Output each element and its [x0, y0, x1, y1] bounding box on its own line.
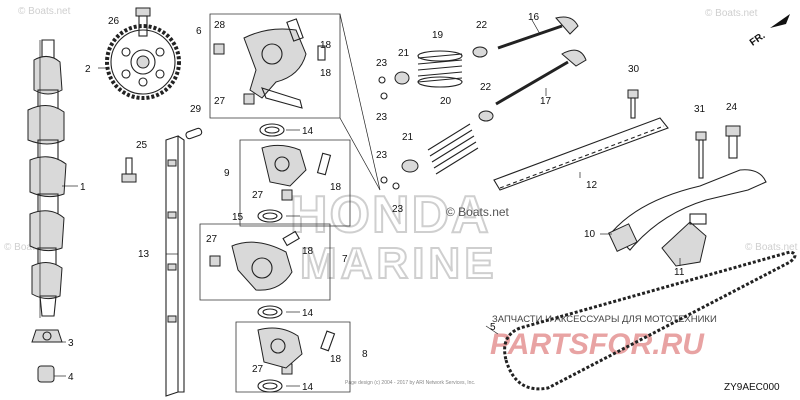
- direction-label: FR.: [748, 30, 768, 48]
- callout-23c: 23: [376, 150, 388, 161]
- callout-7: 7: [342, 254, 348, 265]
- boats-watermark: © Boats.net: [745, 242, 798, 253]
- exhaust-valve: [495, 49, 587, 106]
- boats-watermark: © Boats.net: [18, 6, 71, 17]
- lock-nuts: [209, 93, 293, 375]
- valve-seals: [472, 46, 494, 122]
- camshaft: [27, 39, 67, 318]
- callout-14c: 14: [302, 382, 314, 393]
- callout-11: 11: [674, 267, 685, 278]
- callout-6: 6: [196, 26, 202, 37]
- guide-bolt: [627, 89, 639, 119]
- boats-watermark-center: © Boats.net: [446, 205, 510, 219]
- callout-3: 3: [68, 338, 74, 349]
- brand-watermark-marine: MARINE: [300, 239, 498, 288]
- callout-30: 30: [628, 64, 640, 75]
- callout-1: 1: [80, 182, 86, 193]
- sprocket-bolt: [135, 7, 151, 37]
- callout-8: 8: [362, 349, 368, 360]
- pivot-bolt: [725, 125, 741, 159]
- brand-watermark-honda: HONDA: [290, 186, 491, 244]
- chain-guide: [493, 117, 669, 191]
- tensioner-arm: [608, 169, 767, 252]
- callout-labels: 1 2 3 4 5 6 7 8 9 10 11 12 13 14 14 14 1…: [68, 12, 738, 393]
- callout-18b: 18: [320, 68, 332, 79]
- callout-25: 25: [136, 140, 148, 151]
- dowel-pin: [185, 127, 203, 140]
- callout-18a: 18: [320, 40, 332, 51]
- callout-22b: 22: [480, 82, 492, 93]
- callout-31: 31: [694, 104, 706, 115]
- rocker-arm-intake: [243, 18, 326, 109]
- cam-chain: [503, 250, 797, 391]
- diagram-code: ZY9AEC000: [724, 382, 780, 393]
- tensioner-bolt: [695, 131, 707, 179]
- front-arrow-icon: [770, 14, 790, 28]
- callout-24: 24: [726, 102, 738, 113]
- callout-27a: 27: [214, 96, 226, 107]
- boats-watermark: © Boats.net: [705, 8, 758, 19]
- assembly-boxes: [199, 13, 381, 393]
- shop-tagline: ЗАПЧАСТИ И АКСЕССУАРЫ ДЛЯ МОТОТЕХНИКИ: [492, 314, 717, 325]
- callout-15: 15: [232, 212, 244, 223]
- callout-14a: 14: [302, 126, 314, 137]
- callout-17: 17: [540, 96, 552, 107]
- leader-lines: [54, 19, 681, 387]
- callout-4: 4: [68, 372, 74, 383]
- callout-21a: 21: [398, 48, 410, 59]
- cam-sprocket: [105, 24, 181, 100]
- callout-28: 28: [214, 20, 226, 31]
- watermark-layer: © Boats.net © Boats.net © Boats.net © Bo…: [4, 6, 798, 386]
- callout-18d: 18: [302, 246, 314, 257]
- callout-20: 20: [440, 96, 452, 107]
- callout-23b: 23: [376, 112, 388, 123]
- washers: [257, 123, 285, 393]
- oil-seal-part3: [31, 329, 63, 343]
- callout-23d: 23: [392, 204, 404, 215]
- callout-5: 5: [490, 322, 496, 333]
- intake-valve: [497, 16, 579, 50]
- callout-21b: 21: [402, 132, 414, 143]
- rocker-shaft: [165, 135, 185, 397]
- callout-14b: 14: [302, 308, 314, 319]
- adjusting-nut: [213, 43, 225, 55]
- valve-spring-19: [417, 50, 463, 88]
- callout-27d: 27: [252, 364, 264, 375]
- callout-16: 16: [528, 12, 540, 23]
- rocker-arm-part9: [261, 144, 332, 187]
- callout-19: 19: [432, 30, 444, 41]
- shop-logo: PARTSFOR.RU: [490, 328, 705, 361]
- callout-18e: 18: [330, 354, 342, 365]
- plug-part4: [37, 365, 55, 383]
- chain-tensioner: [661, 213, 707, 267]
- front-direction-indicator: FR.: [748, 14, 790, 49]
- valve-cotters: [378, 76, 400, 190]
- rocker-arm-part8: [257, 327, 336, 369]
- callout-27c: 27: [206, 234, 218, 245]
- spring-retainers: [394, 71, 419, 173]
- callout-26: 26: [108, 16, 120, 27]
- callout-13: 13: [138, 249, 150, 260]
- rocker-arm-part7: [231, 230, 300, 291]
- callout-22a: 22: [476, 20, 488, 31]
- callout-29: 29: [190, 104, 202, 115]
- callout-27b: 27: [252, 190, 264, 201]
- boats-watermark: © Boats.net: [4, 242, 57, 253]
- callout-18c: 18: [330, 182, 342, 193]
- callout-9: 9: [224, 168, 230, 179]
- copyright-note: Page design (c) 2004 - 2017 by ARI Netwo…: [345, 380, 475, 386]
- callout-10: 10: [584, 229, 596, 240]
- shaft-bolt: [121, 157, 137, 183]
- callout-2: 2: [85, 64, 91, 75]
- callout-12: 12: [586, 180, 598, 191]
- callout-23a: 23: [376, 58, 388, 69]
- valve-spring-20: [427, 123, 479, 175]
